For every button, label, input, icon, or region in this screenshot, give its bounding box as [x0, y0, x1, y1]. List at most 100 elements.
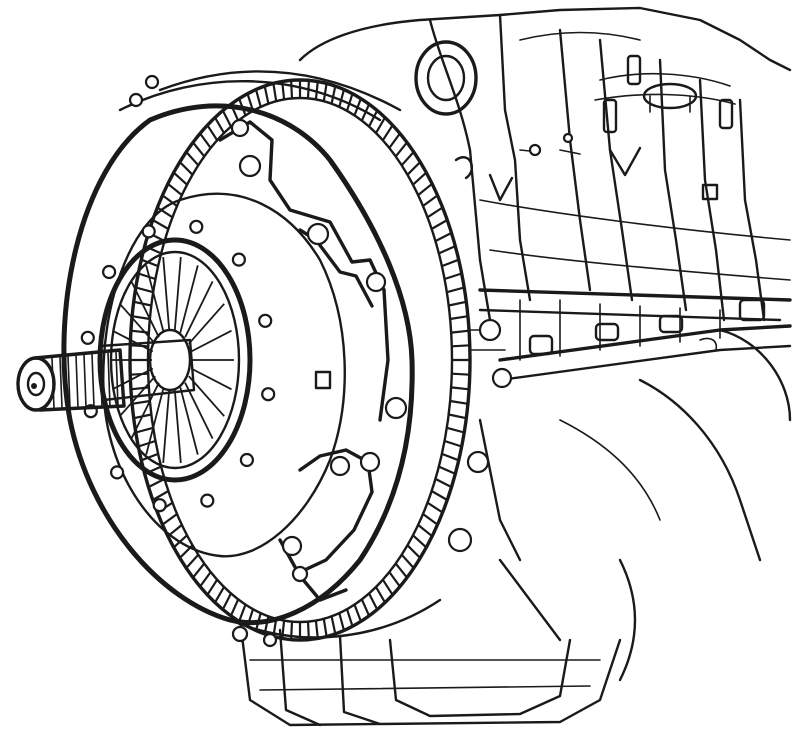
ring-gear-tooth [192, 562, 206, 579]
ring-gear-tooth [406, 161, 421, 176]
ring-gear-tooth [152, 219, 169, 230]
ring-gear-tooth [417, 524, 433, 538]
shaft-splines [51, 351, 119, 409]
oil-pan [238, 558, 637, 727]
disc-spoke [145, 387, 165, 455]
ring-gear-tooth [451, 386, 470, 391]
ring-gear-tooth [221, 110, 232, 128]
ring-gear-tooth [137, 439, 156, 448]
disc-spoke [188, 375, 225, 417]
disc-spoke [145, 265, 165, 333]
ring-gear-tooth [192, 141, 206, 158]
disc-spoke [162, 389, 171, 463]
ring-gear-tooth [444, 272, 463, 281]
cover-bolt-hole [231, 252, 246, 267]
ring-gear-teeth [130, 80, 470, 640]
ring-gear-tooth [449, 399, 469, 405]
ring-gear-tooth [338, 612, 346, 631]
disc-spoke [173, 389, 182, 463]
ring-gear-tooth [130, 344, 149, 348]
ring-gear-tooth [322, 618, 328, 637]
cover-bolt-hole [141, 224, 156, 239]
ring-gear-tooth [394, 141, 408, 158]
ring-gear-tooth [345, 608, 354, 627]
ring-gear-tooth [214, 116, 225, 134]
ring-gear-tooth [206, 579, 219, 596]
ring-gear-tooth [388, 571, 401, 588]
disc-spoke [130, 382, 160, 439]
ring-gear-tooth [381, 579, 394, 596]
shaft-spline [67, 356, 71, 408]
flywheel-ring-gear [128, 78, 472, 642]
ring-gear-tooth [152, 490, 169, 501]
ring-gear-tooth [434, 477, 452, 489]
ring-gear-tooth [451, 372, 470, 376]
ring-gear-tooth [446, 426, 465, 434]
cover-bolt-hole [109, 465, 125, 480]
ring-gear-tooth [448, 300, 467, 307]
ring-gear-tooth [229, 598, 240, 617]
ring-gear-tooth [422, 513, 439, 526]
ring-gear-tooth [272, 83, 278, 102]
cover-bolt-hole [101, 264, 117, 280]
ring-gear-tooth [161, 194, 178, 207]
ring-gear-tooth [451, 344, 470, 348]
ring-gear-tooth [206, 124, 219, 141]
disc-spoke [184, 382, 214, 439]
cover-bolt-hole [261, 387, 276, 402]
disc-spoke [112, 329, 154, 353]
ring-gear-tooth [431, 219, 448, 230]
disc-spoke [184, 281, 214, 338]
disc-spoke [179, 265, 199, 333]
ring-gear-tooth [254, 89, 262, 108]
engine-block [298, 6, 792, 562]
disc-spoke [119, 303, 156, 345]
shaft-spline [59, 357, 63, 408]
cover-bolt-hole [200, 493, 215, 508]
ring-gear-tooth [137, 272, 156, 281]
ring-gear-tooth [441, 258, 460, 268]
cover-bolt-hole [80, 330, 95, 345]
ring-gear-tooth [406, 544, 421, 559]
ring-gear-tooth [353, 604, 362, 622]
disc-spoke [162, 257, 171, 331]
ring-gear-tooth [322, 83, 328, 102]
disc-spoke [179, 387, 199, 455]
ring-gear-tooth [199, 132, 212, 149]
ring-gear-tooth [444, 439, 463, 448]
ring-gear-tooth [238, 604, 247, 622]
ring-gear-tooth [345, 93, 354, 112]
ring-gear-tooth [330, 616, 337, 635]
disc-spoke [190, 367, 232, 391]
ring-gear-tooth [290, 80, 294, 99]
ring-gear-tooth [161, 513, 178, 526]
ring-gear-tooth [400, 553, 415, 569]
ring-gear-tooth [388, 132, 401, 149]
ring-gear-tooth [412, 171, 428, 186]
ring-gear-tooth [131, 399, 151, 405]
pressure-plate-cover [61, 103, 415, 625]
ring-gear-tooth [214, 586, 225, 604]
ring-gear-tooth [130, 372, 149, 376]
flywheel-flange [118, 70, 442, 648]
shaft-spline [75, 355, 79, 408]
ring-gear-tooth [438, 465, 456, 475]
ring-gear-tooth [446, 286, 465, 294]
ring-gear-tooth [438, 245, 456, 255]
ring-gear-tooth [368, 592, 379, 610]
disc-spoke [173, 257, 182, 331]
ring-gear-tooth [140, 452, 159, 462]
clutch-disc [97, 237, 253, 483]
disc-spoke [130, 281, 160, 338]
ring-gear-tooth [135, 426, 154, 434]
ring-gear-tooth [451, 329, 470, 334]
disc-spoke [188, 303, 225, 345]
disc-spoke [190, 329, 232, 353]
ring-gear-tooth [314, 620, 319, 639]
ring-gear-tooth [368, 110, 379, 128]
shaft-spline [107, 352, 111, 407]
ring-gear-tooth [179, 161, 194, 176]
ring-gear-tooth [426, 206, 444, 219]
